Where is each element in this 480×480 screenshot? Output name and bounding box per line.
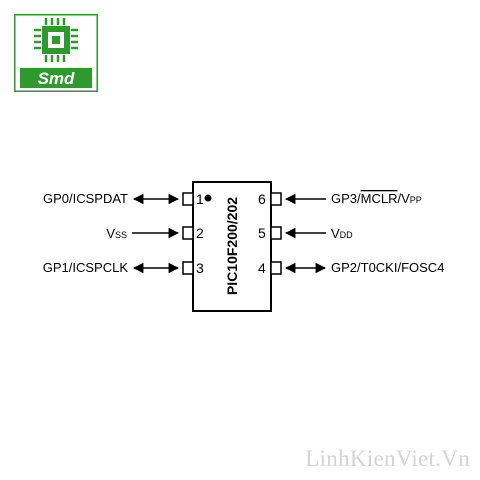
pin-number-6: 6	[258, 191, 266, 207]
smd-logo: Smd	[14, 14, 98, 92]
pin-4-label: GP2/T0CKI/FOSC4	[331, 260, 444, 275]
chip-icon	[34, 18, 78, 62]
pin1-indicator-dot	[204, 194, 212, 202]
pin-number-1: 1	[196, 191, 204, 207]
part-number-label: PIC10F200/202	[224, 197, 240, 295]
watermark-text: LinhKienViet.Vn	[305, 446, 470, 471]
pin-4-box	[270, 261, 282, 275]
pin-number-5: 5	[258, 225, 266, 241]
pin-5-label: VDD	[331, 226, 353, 241]
pin-2-label: VSS	[106, 226, 127, 241]
pin-number-4: 4	[258, 260, 266, 276]
pin-3-box	[182, 261, 194, 275]
pin-1-label: GP0/ICSPDAT	[43, 191, 128, 206]
pin-5-box	[270, 226, 282, 240]
pin-6-label: GP3/MCLR/VPP	[331, 191, 422, 206]
pin-1-box	[182, 192, 194, 206]
pin-number-2: 2	[196, 225, 204, 241]
pin-number-3: 3	[196, 260, 204, 276]
pin-2-box	[182, 226, 194, 240]
logo-text: Smd	[38, 69, 75, 88]
ic-body	[192, 181, 272, 312]
pin-6-box	[270, 192, 282, 206]
pin-3-label: GP1/ICSPCLK	[43, 260, 129, 275]
